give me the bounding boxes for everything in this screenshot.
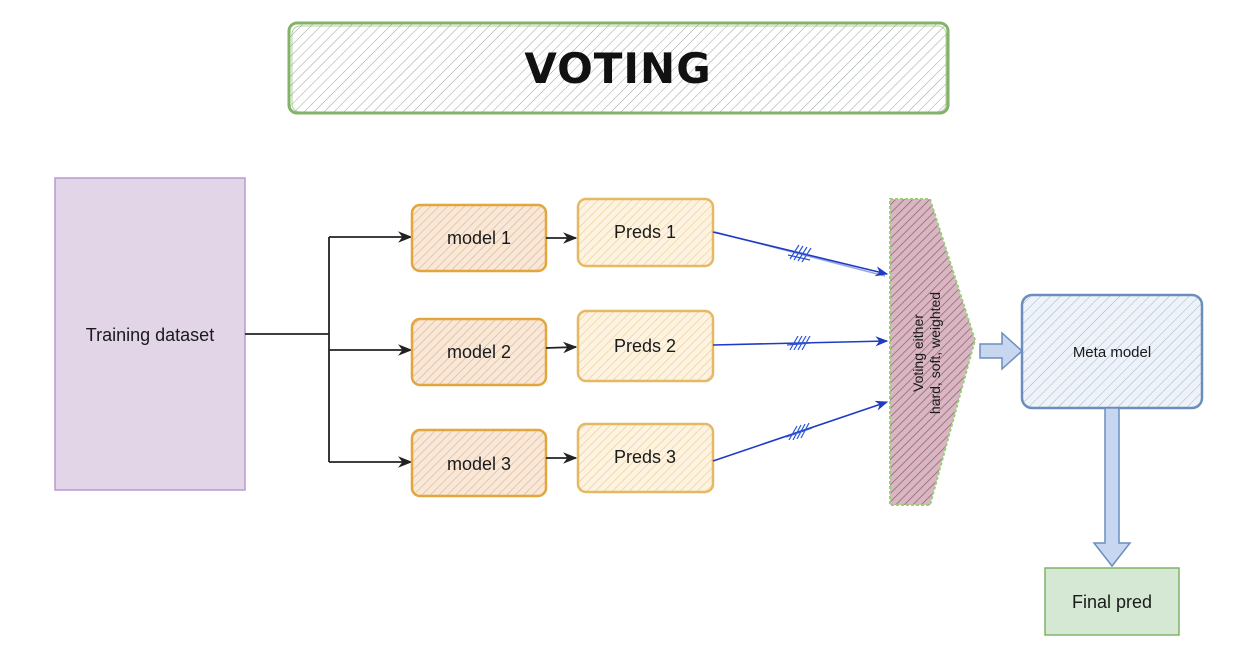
voting-to-meta-arrow	[979, 331, 1024, 371]
voting-node: Voting either hard, soft, weighted	[889, 198, 977, 506]
preds-to-voting-connectors	[712, 231, 889, 462]
meta-model-label: Meta model	[1073, 344, 1151, 361]
preds-2-node: Preds 2	[576, 309, 715, 383]
arrow-preds-1-to-voting	[712, 231, 889, 277]
model-1-label: model 1	[447, 228, 511, 248]
training-dataset-label: Training dataset	[86, 325, 214, 345]
model-3-label: model 3	[447, 454, 511, 474]
preds-1-label: Preds 1	[614, 222, 676, 242]
final-pred-node: Final pred	[1044, 567, 1180, 636]
model-3-node: model 3	[410, 428, 548, 498]
training-dataset-node: Training dataset	[54, 177, 246, 491]
arrow-preds-2-to-voting	[712, 336, 889, 347]
title-banner: VOTING	[287, 21, 950, 115]
meta-model-node: Meta model	[1020, 293, 1204, 410]
preds-2-label: Preds 2	[614, 336, 676, 356]
hatch-mark-1	[787, 244, 812, 263]
arrow-preds-1-sketch-line	[714, 231, 886, 277]
arrow-hatch-marks	[785, 244, 813, 441]
title-text: VOTING	[524, 44, 711, 93]
hatch-mark-3	[785, 422, 813, 441]
voting-label-line-1: Voting either	[910, 314, 926, 392]
preds-3-node: Preds 3	[576, 422, 715, 494]
dataset-connector	[245, 231, 413, 468]
preds-3-label: Preds 3	[614, 447, 676, 467]
model-2-node: model 2	[410, 317, 548, 387]
model-1-node: model 1	[410, 203, 548, 273]
model-to-preds-connectors	[545, 232, 578, 464]
arrow-model-2-to-preds-2	[545, 341, 578, 354]
model-2-label: model 2	[447, 342, 511, 362]
meta-to-final-arrow	[1092, 407, 1132, 568]
preds-1-node: Preds 1	[576, 197, 715, 268]
hatch-mark-2	[786, 335, 812, 351]
arrow-preds-3-to-voting	[712, 400, 889, 462]
final-pred-label: Final pred	[1072, 592, 1152, 612]
voting-label-line-2: hard, soft, weighted	[927, 292, 943, 414]
